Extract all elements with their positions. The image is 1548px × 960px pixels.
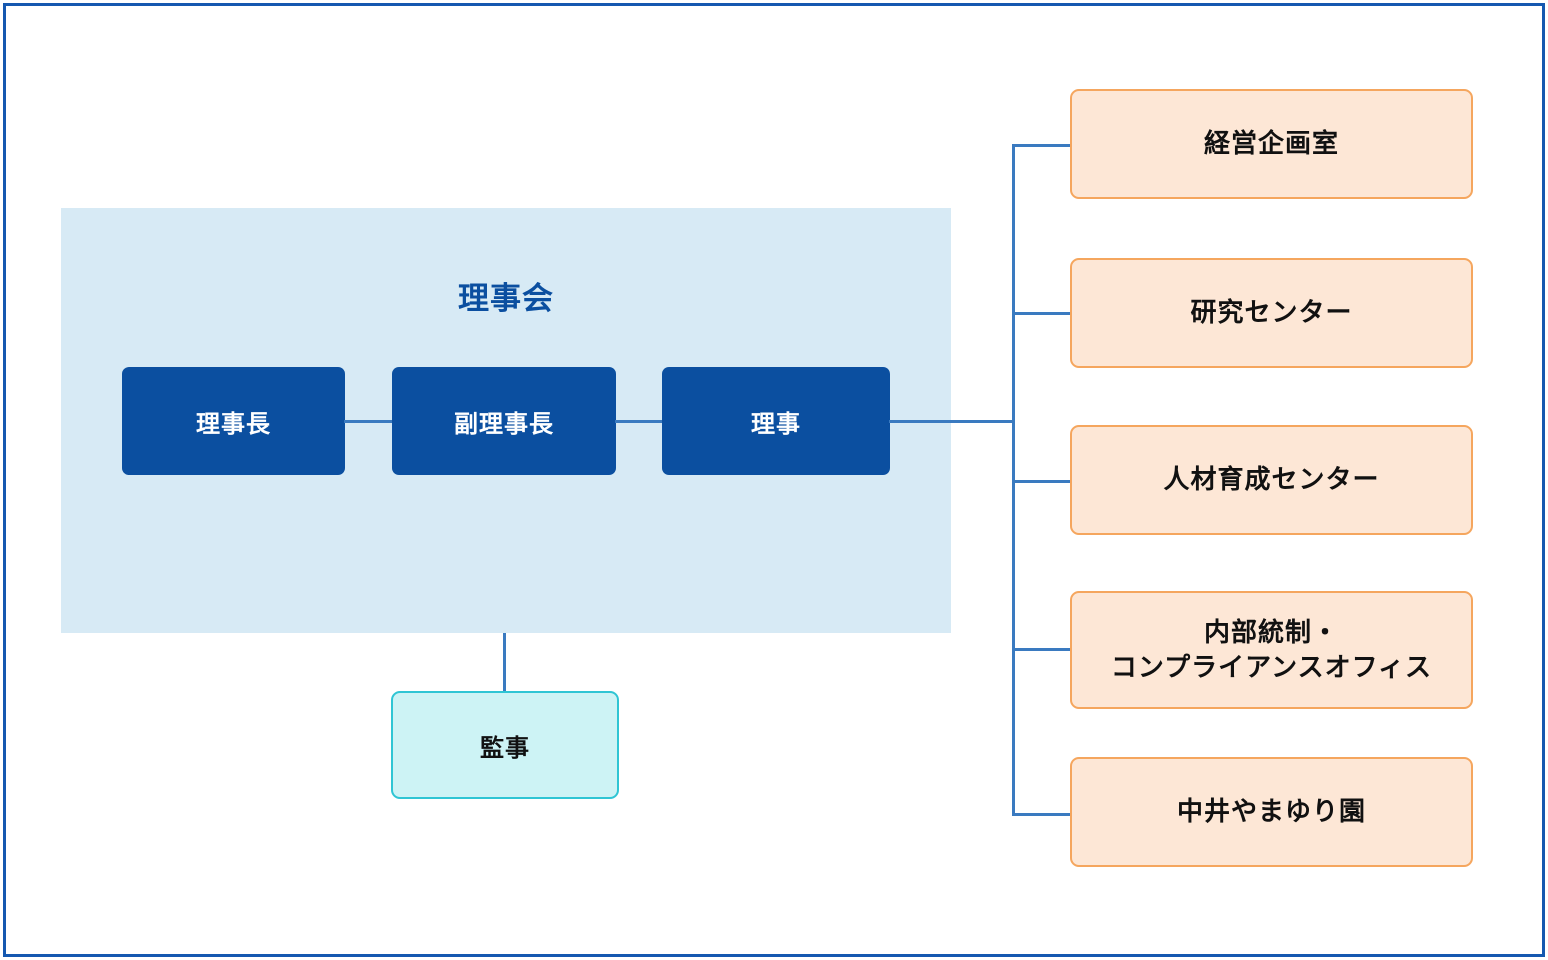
department-box-kenkyu-center[interactable]: 研究センター (1070, 258, 1473, 368)
connector-chairman-to-vicechairman (344, 420, 394, 423)
board-title: 理事会 (458, 281, 554, 316)
connector-branch-jinzai-ikusei-center (1012, 480, 1072, 483)
connector-director-to-trunk (889, 420, 1015, 423)
connector-branch-compliance-office (1012, 648, 1072, 651)
department-box-keiei-kikakushitsu[interactable]: 経営企画室 (1070, 89, 1473, 199)
department-label: 経営企画室 (1203, 128, 1339, 159)
department-box-nakai-yamayurien[interactable]: 中井やまゆり園 (1070, 757, 1473, 867)
officer-box-vice-chairman[interactable]: 副理事長 (392, 367, 616, 475)
department-label: 人材育成センター (1163, 464, 1380, 495)
department-box-naibu-tosei-compliance-office[interactable]: 内部統制・ コンプライアンスオフィス (1070, 591, 1473, 709)
officer-box-chairman[interactable]: 理事長 (122, 367, 345, 475)
connector-board-to-auditor (503, 633, 506, 693)
department-box-jinzai-ikusei-center[interactable]: 人材育成センター (1070, 425, 1473, 535)
auditor-box[interactable]: 監事 (391, 691, 619, 799)
department-label: 研究センター (1190, 297, 1353, 328)
connector-branch-kenkyu-center (1012, 312, 1072, 315)
department-label: 中井やまゆり園 (1176, 796, 1366, 827)
officer-box-director[interactable]: 理事 (662, 367, 890, 475)
connector-branch-nakai-yamayurien (1012, 813, 1072, 816)
connector-vicechairman-to-director (615, 420, 664, 423)
connector-branch-keiei-kikakushitsu (1012, 144, 1072, 147)
department-label: 内部統制・ コンプライアンスオフィス (1110, 616, 1433, 682)
